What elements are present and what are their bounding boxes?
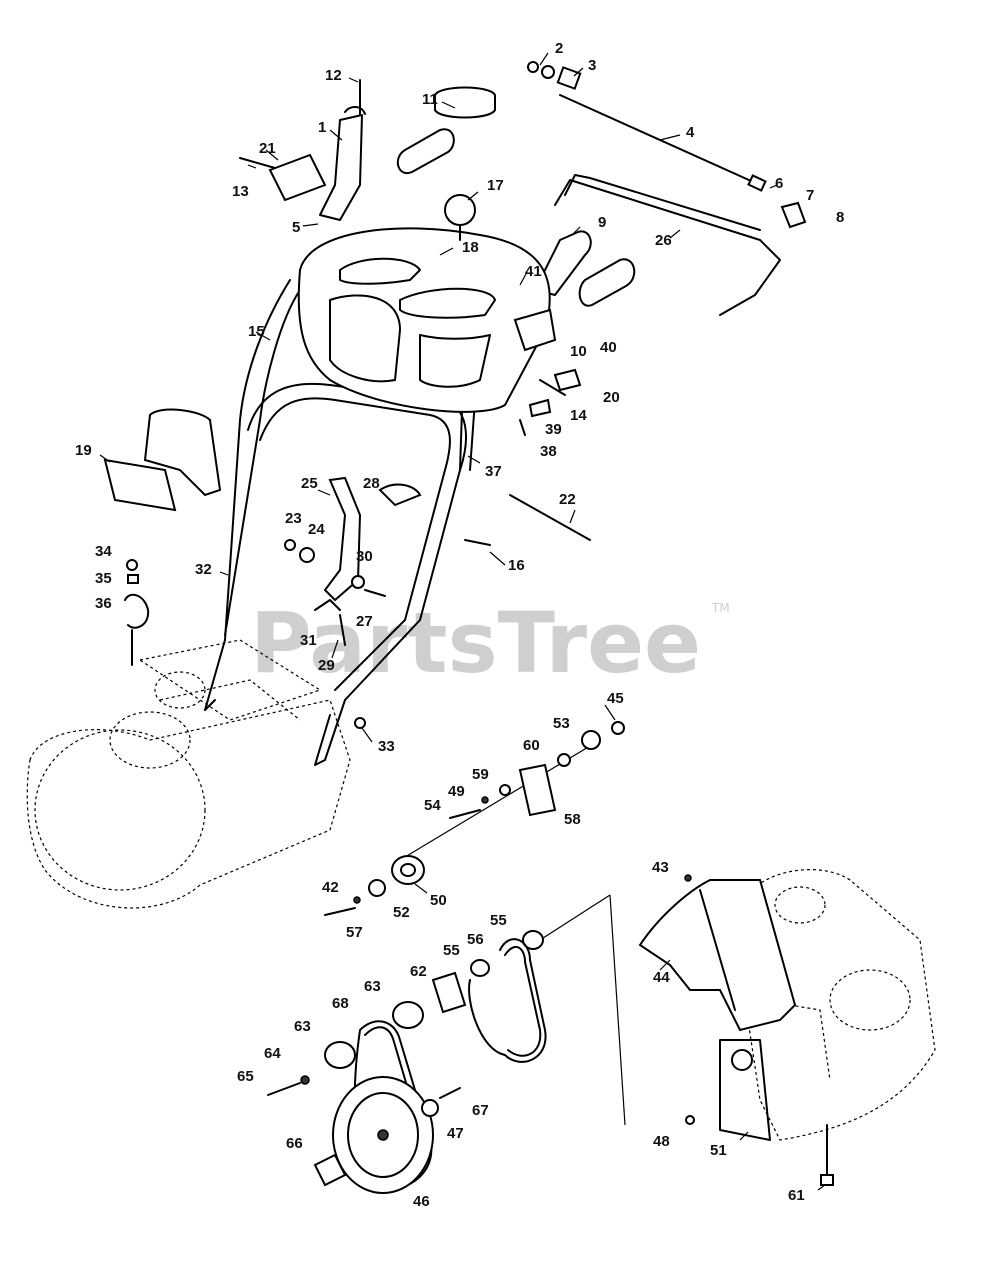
part-label: 39 [545, 421, 562, 438]
part-label: 34 [95, 543, 112, 560]
part-label: 11 [422, 91, 438, 108]
part-label: 62 [410, 963, 427, 980]
part-label: 67 [472, 1102, 489, 1119]
part-label: 9 [598, 214, 606, 231]
drive-pulleys [267, 894, 626, 1194]
part-label: 32 [195, 561, 212, 578]
part-label: 31 [300, 632, 317, 649]
part-label: 22 [559, 491, 576, 508]
part-label: 44 [653, 969, 670, 986]
part-label: 18 [462, 239, 479, 256]
part-label: 16 [508, 557, 525, 574]
watermark-text: PartsTree [250, 594, 701, 692]
upper-handles [319, 86, 636, 307]
part-label: 63 [364, 978, 381, 995]
part-label: 6 [775, 175, 783, 192]
part-label: 49 [448, 783, 465, 800]
deflector-parts [103, 408, 222, 666]
idler-assembly [324, 721, 625, 916]
part-label: 12 [325, 67, 342, 84]
engine [638, 869, 936, 1186]
part-label: 41 [525, 263, 542, 280]
part-label: 63 [294, 1018, 311, 1035]
part-label: 68 [332, 995, 349, 1012]
part-label: 50 [430, 892, 447, 909]
part-label: 21 [259, 140, 276, 157]
part-label: 30 [356, 548, 373, 565]
part-label: 56 [467, 931, 484, 948]
part-label: 8 [836, 209, 844, 226]
part-label: 20 [603, 389, 620, 406]
part-label: 27 [356, 613, 373, 630]
part-label: 58 [564, 811, 581, 828]
shift-lever [284, 476, 591, 729]
part-label: 53 [553, 715, 570, 732]
part-label: 23 [285, 510, 302, 527]
part-label: 38 [540, 443, 557, 460]
part-label: 66 [286, 1135, 303, 1152]
part-label: 54 [424, 797, 441, 814]
leader-lines [99, 52, 826, 1191]
part-label: 17 [487, 177, 504, 194]
part-label: 5 [292, 219, 300, 236]
part-label: 48 [653, 1133, 670, 1150]
part-label: 40 [600, 339, 617, 356]
part-label: 47 [447, 1125, 464, 1142]
part-label: 7 [806, 187, 814, 204]
part-label: 10 [570, 343, 587, 360]
upper-hardware [239, 79, 582, 436]
part-label: 60 [523, 737, 540, 754]
part-label: 29 [318, 657, 335, 674]
part-label: 57 [346, 924, 363, 941]
auger-housing [26, 639, 351, 909]
part-label: 59 [472, 766, 489, 783]
part-label: 65 [237, 1068, 254, 1085]
watermark-trademark: TM [711, 601, 730, 615]
part-label: 64 [264, 1045, 281, 1062]
part-label: 26 [655, 232, 672, 249]
part-labels: 1 2 3 4 5 6 7 8 9 10 11 12 13 14 15 16 1… [75, 40, 844, 1210]
part-label: 4 [686, 124, 695, 141]
control-panel [297, 227, 551, 413]
part-label: 55 [490, 912, 507, 929]
part-label: 45 [607, 690, 624, 707]
part-label: 46 [413, 1193, 430, 1210]
part-label: 14 [570, 407, 587, 424]
part-label: 52 [393, 904, 410, 921]
part-label: 43 [652, 859, 669, 876]
part-label: 13 [232, 183, 249, 200]
part-label: 37 [485, 463, 502, 480]
part-label: 15 [248, 323, 265, 340]
part-label: 61 [788, 1187, 805, 1204]
part-label: 55 [443, 942, 460, 959]
part-label: 19 [75, 442, 92, 459]
part-label: 2 [555, 40, 563, 57]
part-label: 3 [588, 57, 596, 74]
part-label: 25 [301, 475, 318, 492]
part-label: 28 [363, 475, 380, 492]
part-label: 36 [95, 595, 112, 612]
part-label: 1 [318, 119, 326, 136]
part-label: 51 [710, 1142, 727, 1159]
part-label: 24 [308, 521, 325, 538]
part-label: 33 [378, 738, 395, 755]
part-label: 42 [322, 879, 339, 896]
part-label: 35 [95, 570, 112, 587]
